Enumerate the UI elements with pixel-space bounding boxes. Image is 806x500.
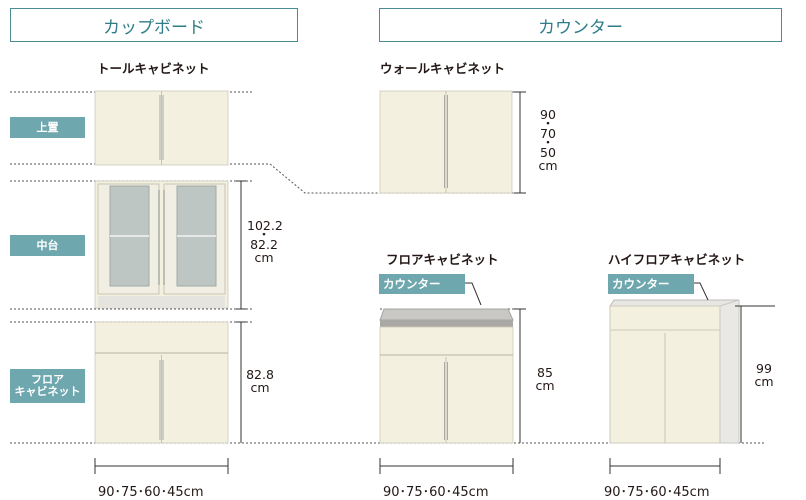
floor-cabinet	[379, 308, 514, 444]
tag-middle: 中台	[10, 235, 85, 256]
dimension-lines	[94, 91, 775, 474]
tag-floor-cabinet: フロア キャビネット	[10, 369, 85, 403]
title-tall-cabinet: トールキャビネット	[97, 61, 210, 76]
tag-counter-highfloor: カウンター	[608, 274, 694, 294]
title-highfloor-cabinet: ハイフロアキャビネット	[608, 252, 746, 267]
title-floor-cabinet: フロアキャビネット	[386, 252, 499, 267]
highfloor-cabinet	[609, 299, 740, 444]
tall-floor-cabinet	[94, 321, 229, 444]
wall-cabinet	[379, 90, 513, 194]
width-highfloor: 90･75･60･45cm	[604, 485, 710, 500]
tag-counter-floor: カウンター	[379, 274, 465, 294]
width-tall: 90･75･60･45cm	[98, 485, 204, 500]
header-counter: カウンター	[379, 8, 782, 42]
counter-pointers	[465, 282, 709, 306]
tall-upper-cabinet	[94, 90, 229, 166]
header-cupboard: カップボード	[10, 8, 298, 42]
tag-floor-line1: フロア	[31, 373, 64, 386]
tall-middle-cabinet	[94, 180, 229, 309]
width-floor: 90･75･60･45cm	[383, 485, 489, 500]
tag-floor-line2: キャビネット	[14, 385, 81, 398]
title-wall-cabinet: ウォールキャビネット	[380, 61, 506, 76]
tag-upper: 上置	[10, 117, 85, 138]
